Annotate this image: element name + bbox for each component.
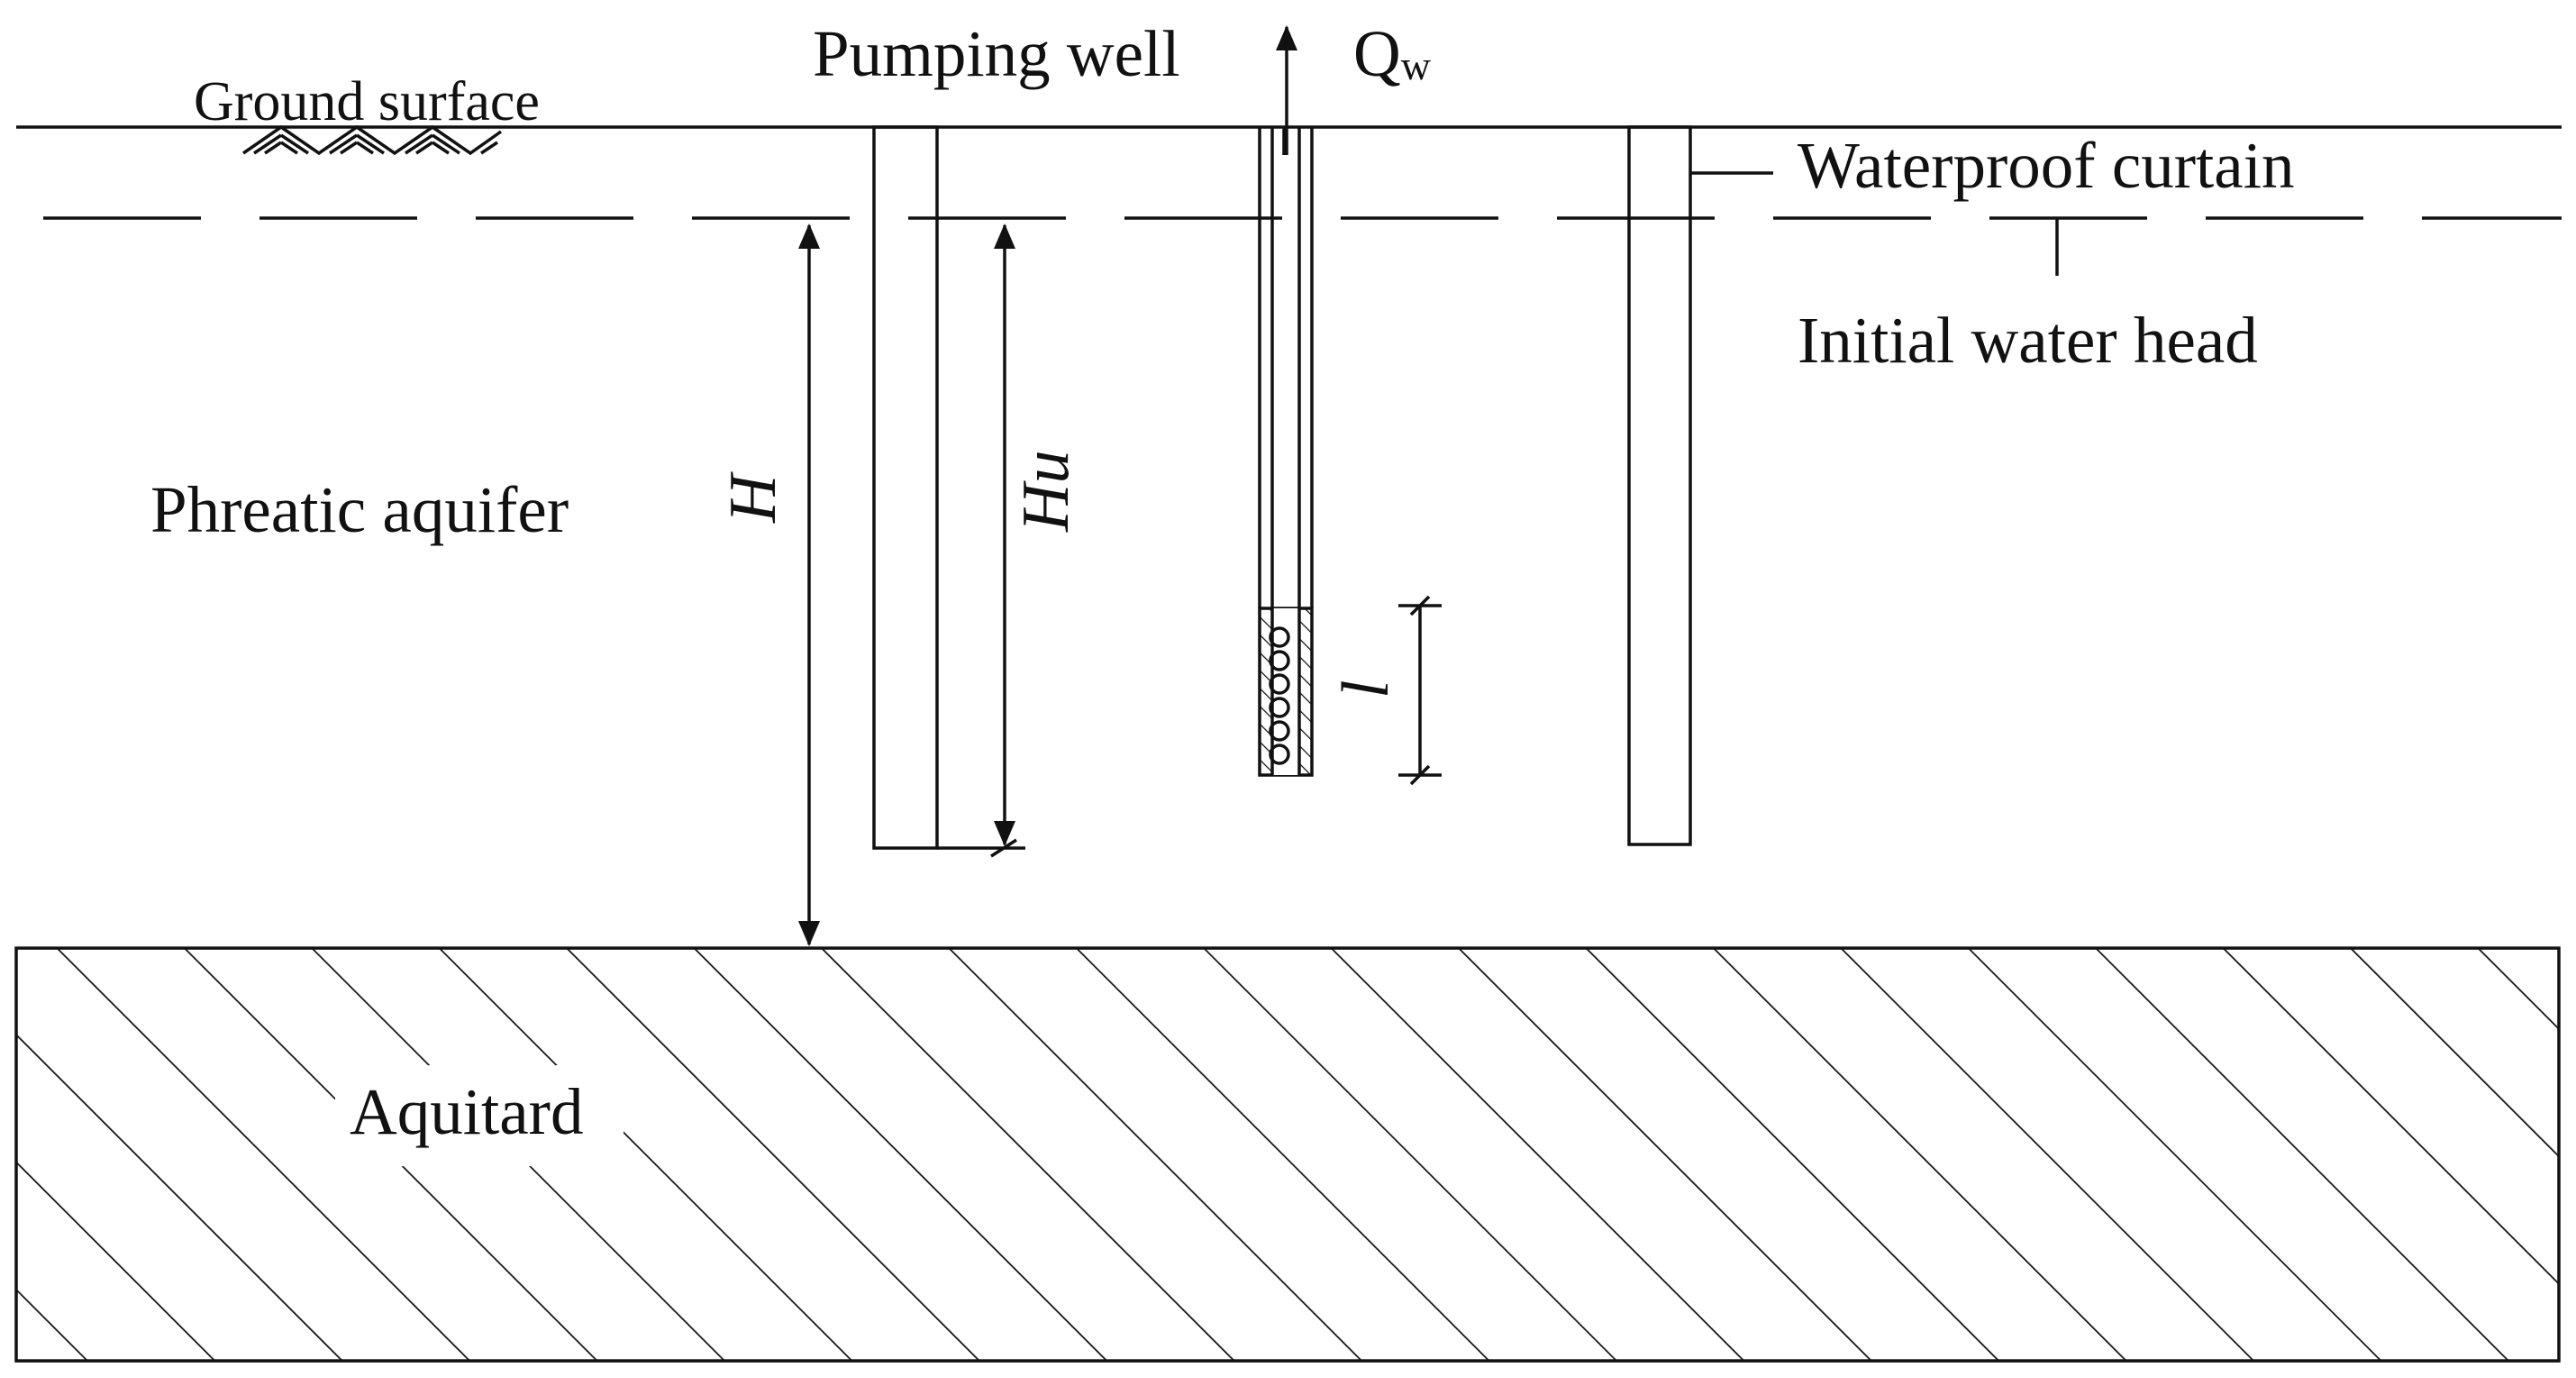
- aquitard-label: Aquitard: [350, 1075, 584, 1148]
- screen-length-dimension: [1398, 595, 1442, 786]
- initial-water-head-label: Initial water head: [1798, 304, 2258, 377]
- curtain-depth-label: Hu: [1009, 451, 1083, 533]
- left-waterproof-curtain: [872, 125, 939, 850]
- aquitard-label-background: [335, 1065, 624, 1166]
- phreatic-aquifer-label: Phreatic aquifer: [150, 473, 569, 546]
- flow-rate-label: Qw: [1353, 17, 1432, 90]
- waterproof-curtain-label: Waterproof curtain: [1798, 129, 2295, 202]
- aquitard-layer: [14, 946, 2561, 1363]
- ground-surface-label: Ground surface: [194, 71, 540, 132]
- screen-coil: [1269, 626, 1290, 765]
- pumping-well: [1258, 127, 1314, 777]
- ground-surface-symbol: [242, 124, 503, 156]
- right-waterproof-curtain: [1627, 125, 1692, 846]
- pumping-well-label: Pumping well: [813, 17, 1180, 90]
- aquifer-thickness-label: H: [716, 471, 790, 524]
- screen-length-label: l: [1329, 680, 1403, 698]
